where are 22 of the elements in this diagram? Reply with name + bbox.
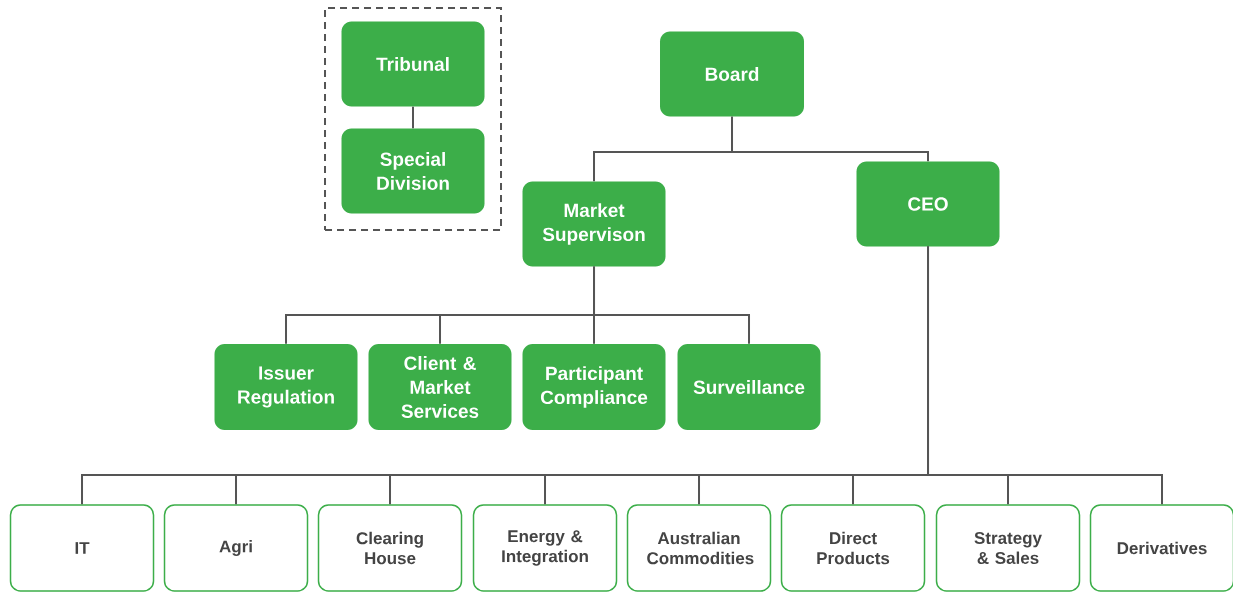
org-box: Special Division [341, 128, 485, 214]
connector-line [927, 245, 1163, 506]
org-box: Tribunal [341, 21, 485, 107]
department-box: Direct Products [780, 504, 926, 592]
org-box: Client & Market Services [368, 344, 512, 430]
dashed-group-frame [324, 7, 502, 231]
org-box: CEO [856, 161, 1000, 247]
org-box: Surveillance [677, 344, 821, 430]
org-box: Issuer Regulation [214, 344, 358, 430]
department-box: Strategy & Sales [935, 504, 1081, 592]
org-box: Market Supervison [522, 181, 666, 267]
department-box: Agri [163, 504, 309, 592]
org-box: Participant Compliance [522, 344, 666, 430]
department-box: IT [9, 504, 155, 592]
department-box: Australian Commodities [626, 504, 772, 592]
department-box: Clearing House [317, 504, 463, 592]
department-box: Derivatives [1089, 504, 1233, 592]
connector-line [593, 265, 750, 345]
connector-line [412, 105, 414, 130]
connector-line [731, 115, 929, 163]
department-box: Energy & Integration [472, 504, 618, 592]
org-box: Board [660, 31, 804, 117]
